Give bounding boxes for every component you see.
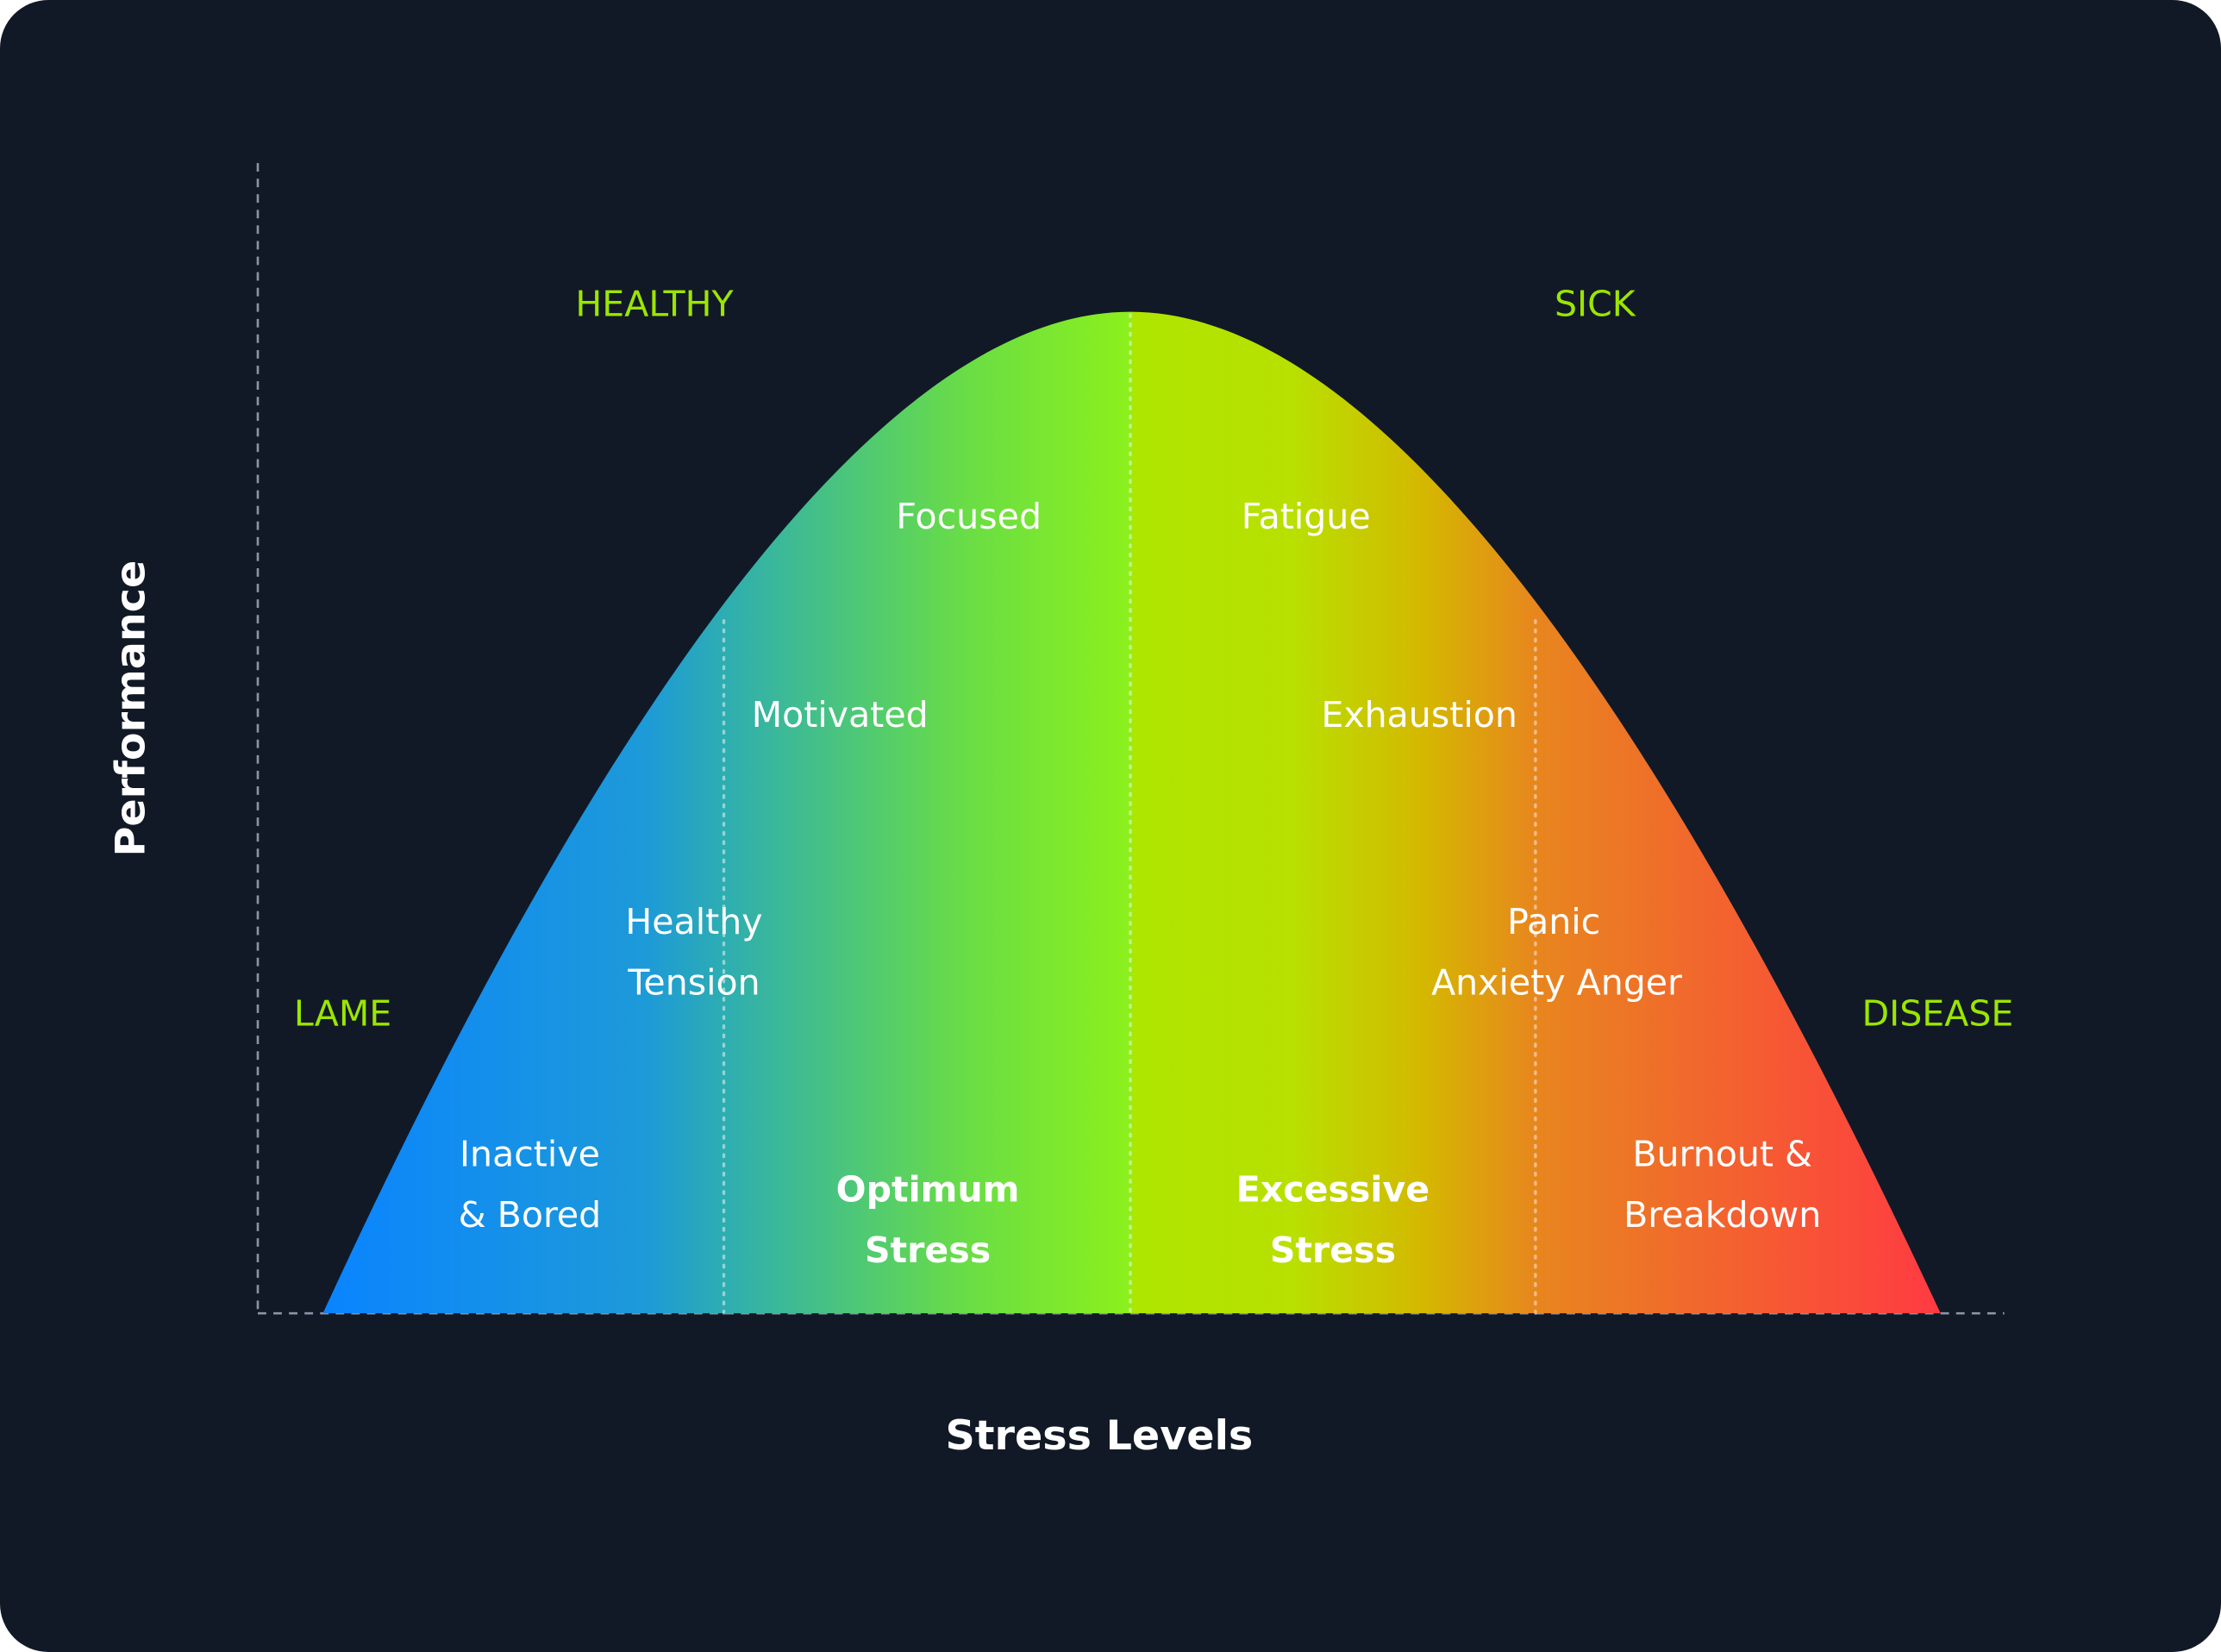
label-excessive-2: Stress bbox=[1270, 1230, 1396, 1271]
label-optimum-2: Stress bbox=[865, 1230, 991, 1271]
zone-healthy: HEALTHY bbox=[575, 284, 734, 325]
label-focused: Focused bbox=[896, 496, 1042, 537]
y-axis-label: Performance bbox=[108, 560, 155, 857]
zone-lame: LAME bbox=[294, 993, 391, 1035]
label-inactive-1: Inactive bbox=[460, 1133, 600, 1174]
label-burnout-1: Burnout & bbox=[1632, 1133, 1812, 1174]
label-healthy-tension-1: Healthy bbox=[625, 901, 762, 942]
label-optimum-1: Optimum bbox=[836, 1168, 1020, 1210]
label-burnout-2: Breakdown bbox=[1624, 1194, 1821, 1236]
zone-disease: DISEASE bbox=[1862, 993, 2014, 1035]
x-axis-label: Stress Levels bbox=[945, 1412, 1253, 1460]
zone-sick: SICK bbox=[1555, 284, 1636, 325]
label-motivated: Motivated bbox=[752, 694, 929, 735]
label-excessive-1: Excessive bbox=[1236, 1168, 1430, 1210]
label-panic-2: Anxiety Anger bbox=[1431, 962, 1682, 1004]
label-fatigue: Fatigue bbox=[1242, 496, 1371, 537]
label-inactive-2: & Bored bbox=[459, 1194, 602, 1236]
label-healthy-tension-2: Tension bbox=[627, 962, 760, 1004]
label-exhaustion: Exhaustion bbox=[1321, 694, 1517, 735]
label-panic-1: Panic bbox=[1507, 901, 1600, 942]
